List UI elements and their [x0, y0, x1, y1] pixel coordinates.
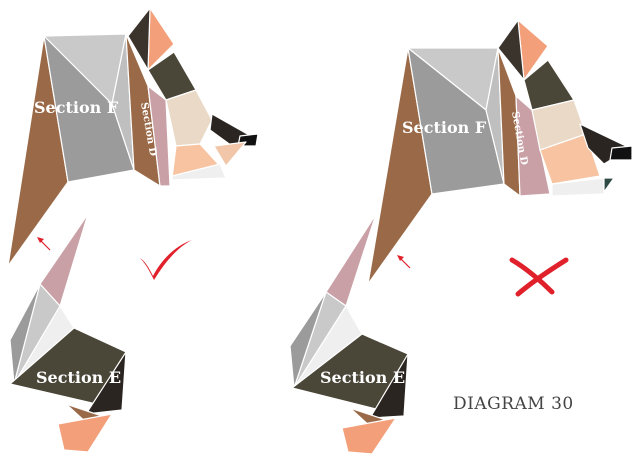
right-section-f [368, 48, 504, 284]
left-snout-peach [214, 142, 246, 166]
left-section-e-label: Section E [36, 368, 121, 387]
left-e-salmon-facet [58, 414, 112, 452]
right-jaw-dark [604, 178, 614, 192]
right-section-f-label: Section F [402, 118, 487, 137]
right-section-d [498, 20, 632, 196]
right-e-salmon-facet [342, 418, 396, 454]
right-nose-tip [610, 146, 632, 160]
left-section-f [8, 34, 134, 266]
cross-mark-icon [512, 260, 566, 294]
diagram-caption: DIAGRAM 30 [453, 394, 574, 414]
left-d-beige [166, 90, 212, 146]
right-figure: Section F Section D Section E [290, 20, 632, 454]
left-section-e [10, 214, 126, 452]
right-section-e-label: Section E [320, 368, 405, 387]
check-mark-icon [140, 240, 192, 280]
left-section-d [126, 8, 258, 186]
right-direction-arrow [397, 255, 410, 268]
left-figure: Section F Section D Section E [8, 8, 258, 452]
left-section-f-label: Section F [34, 98, 119, 117]
left-direction-arrow [37, 237, 50, 250]
right-e-mauve-spike [326, 214, 376, 306]
